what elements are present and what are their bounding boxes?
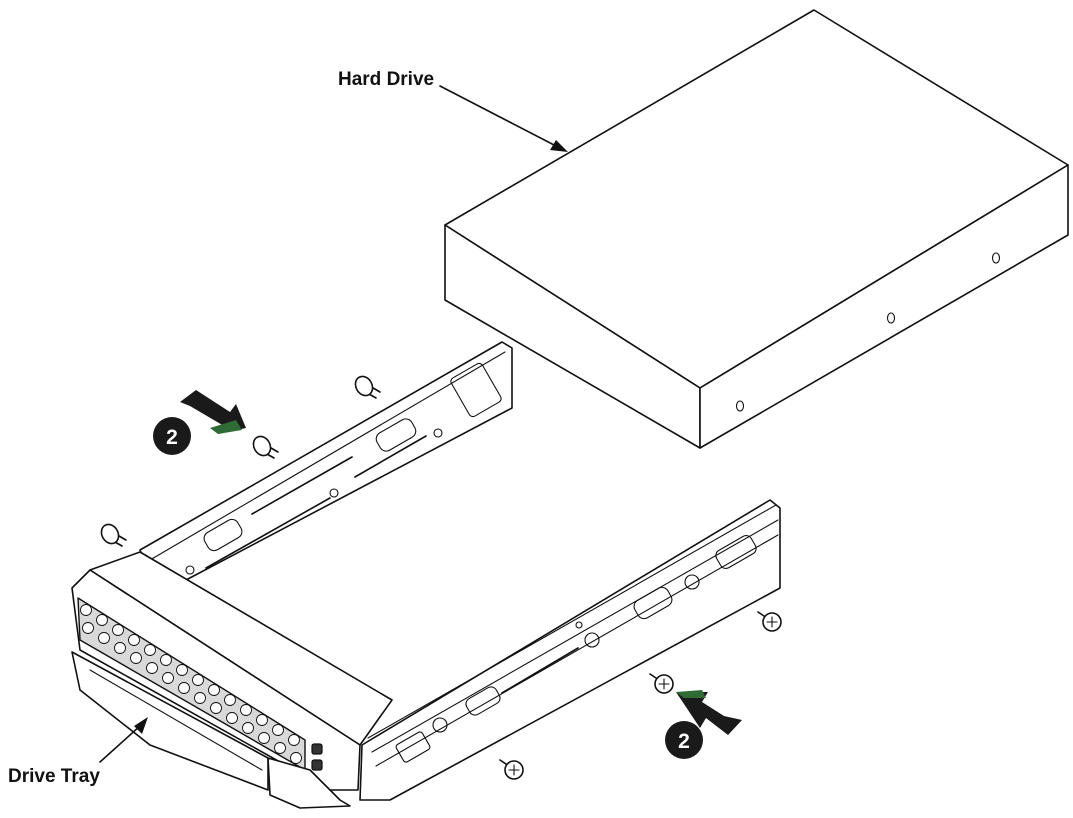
arrow-accent	[676, 690, 706, 698]
screw-right-middle	[649, 673, 674, 694]
step-badge	[665, 721, 703, 759]
bezel-handle-lower	[71, 651, 269, 791]
hard-drive-right-face	[699, 164, 1069, 449]
hard-drive-label: Hard Drive	[338, 69, 434, 90]
step-number: 2	[678, 730, 690, 753]
hard-drive-screw-hole	[735, 400, 745, 412]
bezel-latch	[267, 757, 351, 809]
status-led	[311, 743, 323, 755]
bezel-vent-holes	[80, 604, 302, 764]
drive-tray-label: Drive Tray	[8, 766, 100, 787]
screw-left-upper	[354, 375, 381, 399]
hard-drive-screw-hole	[991, 252, 1001, 264]
drive-tray	[71, 341, 781, 809]
screw-right-lower	[499, 759, 524, 780]
screw-right-upper	[757, 611, 782, 632]
arrow-accent	[210, 420, 242, 434]
step-number: 2	[166, 426, 178, 449]
tray-right-rail	[359, 499, 781, 801]
step-2-left: 2	[153, 390, 246, 455]
screw-left-lower	[100, 523, 127, 547]
status-led	[311, 759, 323, 771]
drive-tray-leader-arrow	[99, 717, 148, 763]
hard-drive-screw-hole	[886, 312, 896, 324]
step-2-right: 2	[665, 690, 742, 759]
hard-drive	[444, 9, 1069, 449]
tray-front-bezel	[71, 551, 393, 809]
screw-left-middle	[252, 435, 279, 459]
hard-drive-leader-arrow	[439, 85, 568, 152]
tray-left-rail	[139, 341, 513, 581]
step-badge	[153, 417, 191, 455]
direction-arrow-right	[676, 692, 742, 735]
